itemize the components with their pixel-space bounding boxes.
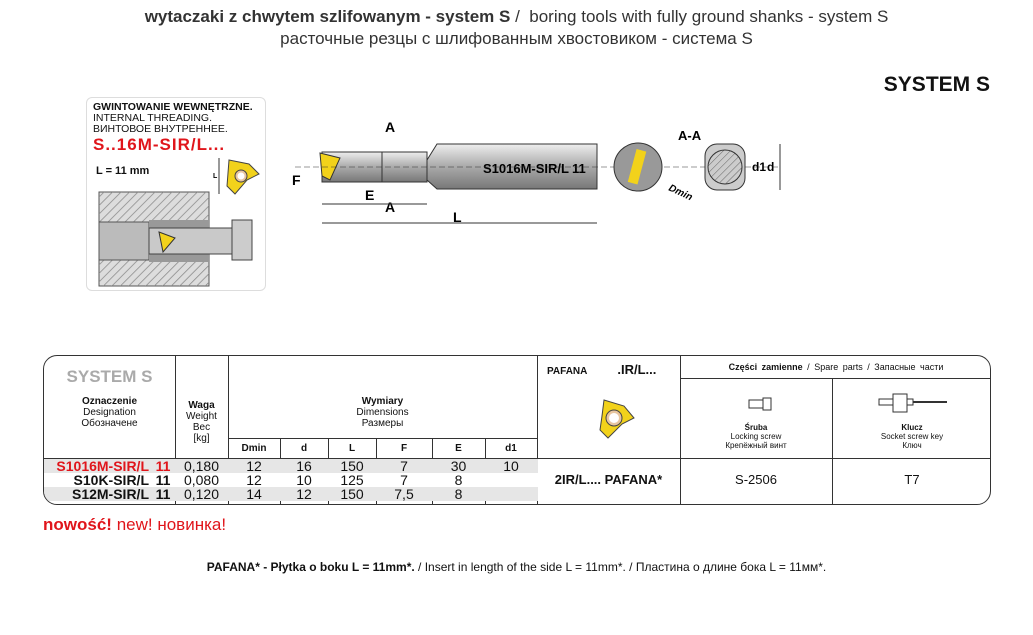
app-ru: ВИНТОВОЕ ВНУТРЕННЕЕ. xyxy=(93,123,228,135)
row-L: 150 xyxy=(340,486,364,502)
row-E: 30 xyxy=(450,458,467,474)
svg-text:A: A xyxy=(385,119,395,135)
svg-text:d1: d1 xyxy=(752,160,766,174)
svg-text:A-A: A-A xyxy=(678,128,702,143)
spare-parts-header: Części zamienne / Spare parts / Запасные… xyxy=(728,362,944,372)
row-weight: 0,120 xyxy=(183,486,220,502)
row-L: 150 xyxy=(340,458,364,474)
title-pl: wytaczaki z chwytem szlifowanym - system… xyxy=(144,7,511,26)
footer-note: PAFANA* - Płytka o boku L = 11mm*. / Ins… xyxy=(206,560,827,574)
key-value: T7 xyxy=(904,472,920,487)
row-code: S10K-SIR/L xyxy=(73,472,149,488)
system-heading: SYSTEM S xyxy=(883,73,990,96)
screw-value: S-2506 xyxy=(735,472,777,487)
row-size: 11 xyxy=(155,472,171,488)
row-d: 10 xyxy=(296,472,312,488)
insert-thumbnail-icon: L xyxy=(213,158,260,195)
application-box: GWINTOWANIE WEWNĘTRZNE.INTERNAL THREADIN… xyxy=(86,97,266,291)
table-row: S1016M-SIR/L 11 0,180 12 16 150 7 30 10 xyxy=(44,459,538,473)
screw-icon xyxy=(748,397,772,411)
row-dmin: 12 xyxy=(246,472,262,488)
col-f: F xyxy=(400,443,408,454)
title-ru: расточные резцы с шлифованным хвостовико… xyxy=(280,29,753,48)
row-F: 7 xyxy=(400,472,408,488)
row-code: S1016M-SIR/L xyxy=(56,458,149,474)
row-d: 16 xyxy=(296,458,312,474)
app-en: INTERNAL THREADING. xyxy=(93,112,213,124)
insert-value: 2IR/L.... PAFANA* xyxy=(554,472,663,487)
row-dmin: 12 xyxy=(246,458,262,474)
row-weight: 0,080 xyxy=(183,472,220,488)
title-line-1: wytaczaki z chwytem szlifowanym - system… xyxy=(0,7,1033,27)
svg-text:11: 11 xyxy=(572,161,586,176)
col-l: L xyxy=(348,443,356,454)
new-label: nowość! new! новинка! xyxy=(43,515,227,534)
col-dmin: Dmin xyxy=(241,443,267,454)
socket-key-icon xyxy=(878,393,947,413)
app-code: S..16M-SIR/L... xyxy=(93,135,226,154)
threading-illustration xyxy=(98,191,253,287)
insert-length: L = 11 mm xyxy=(96,165,150,177)
row-code: S12M-SIR/L xyxy=(71,486,149,502)
tool-drawing: S1016M-SIR/L 11 A A F E L Dmin A-A d1 d xyxy=(292,119,781,225)
row-E: 8 xyxy=(454,472,463,488)
application-text: GWINTOWANIE WEWNĘTRZNE.INTERNAL THREADIN… xyxy=(93,102,253,135)
svg-text:S1016M-SIR/L: S1016M-SIR/L xyxy=(483,161,569,176)
svg-text:d: d xyxy=(767,160,774,174)
col-d: d xyxy=(300,443,308,454)
svg-text:A: A xyxy=(385,199,395,215)
row-d1: 10 xyxy=(503,458,519,474)
col-d1: d1 xyxy=(505,443,517,454)
row-d: 12 xyxy=(296,486,312,502)
table-system-label: SYSTEM S xyxy=(66,367,153,386)
row-E: 8 xyxy=(454,486,463,502)
title-separator: / xyxy=(510,7,530,26)
row-size: 11 xyxy=(155,486,171,502)
row-F: 7,5 xyxy=(394,486,414,502)
row-L: 125 xyxy=(340,472,364,488)
title-en: boring tools with fully ground shanks - … xyxy=(529,7,889,26)
insert-icon xyxy=(599,399,635,439)
col-e: E xyxy=(455,443,462,454)
svg-text:L: L xyxy=(453,209,462,225)
table-row: S10K-SIR/L 11 0,080 12 10 125 7 8 xyxy=(44,473,538,487)
table-row: S12M-SIR/L 11 0,120 14 12 150 7,5 8 xyxy=(44,487,538,501)
svg-text:Dmin: Dmin xyxy=(667,183,694,204)
row-size: 11 xyxy=(155,458,171,474)
svg-text:E: E xyxy=(365,187,374,203)
row-F: 7 xyxy=(400,458,408,474)
row-weight: 0,180 xyxy=(183,458,220,474)
app-pl: GWINTOWANIE WEWNĘTRZNE. xyxy=(93,101,253,113)
svg-text:L: L xyxy=(213,173,218,180)
insert-brand: PAFANA.IR/L... xyxy=(547,362,657,377)
svg-text:F: F xyxy=(292,172,301,188)
row-dmin: 14 xyxy=(246,486,262,502)
